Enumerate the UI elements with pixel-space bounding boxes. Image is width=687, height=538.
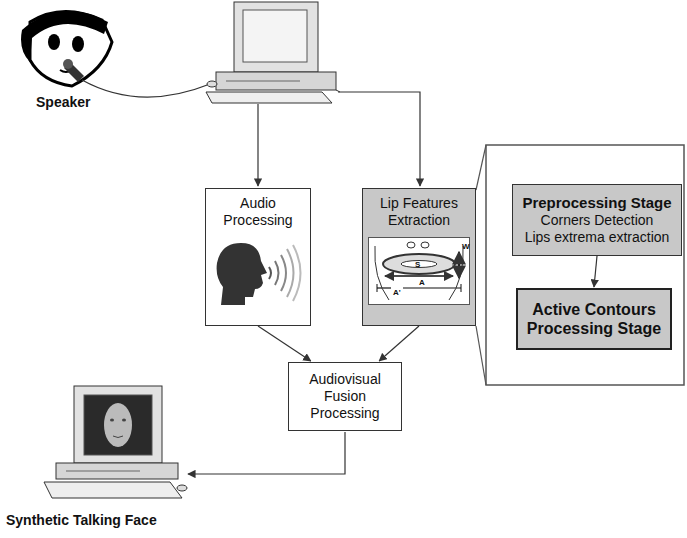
speaking-head-icon <box>211 237 306 307</box>
dimension-label: A' <box>393 288 401 297</box>
connector-arrow <box>379 326 419 361</box>
process-box: Audio Processing <box>205 188 311 326</box>
dimension-label: S <box>415 260 420 269</box>
wire <box>338 92 420 186</box>
callout-panel <box>476 145 684 385</box>
speaker-figure <box>21 11 210 97</box>
dimension-label: A <box>419 278 425 287</box>
box-title: Lip Features Extraction <box>368 195 470 229</box>
box-title: Active Contours Processing Stage <box>523 300 665 338</box>
computer <box>44 386 187 498</box>
wire <box>257 104 258 186</box>
process-box: Lip Features ExtractionS W A A' <box>362 188 476 326</box>
dimension-label: W <box>462 242 470 251</box>
computer <box>206 2 340 103</box>
box-text: Lips extrema extraction <box>518 229 676 246</box>
process-box: Audiovisual Fusion Processing <box>288 362 402 431</box>
box-title: Audio Processing <box>211 195 305 229</box>
wire <box>188 432 345 474</box>
box-text: Corners Detection <box>518 212 676 229</box>
caption-label: Speaker <box>36 94 90 111</box>
stage-box: Active Contours Processing Stage <box>516 288 672 350</box>
caption-label: Synthetic Talking Face <box>6 512 157 529</box>
box-title: Preprocessing Stage <box>518 194 676 212</box>
lip-diagram <box>369 238 469 304</box>
connector-arrow <box>258 326 311 361</box>
connector-arrow <box>594 256 597 287</box>
stage-box: Preprocessing StageCorners DetectionLips… <box>512 184 682 256</box>
box-title: Audiovisual Fusion Processing <box>294 371 396 422</box>
lip-model: S W A A' <box>368 237 470 305</box>
